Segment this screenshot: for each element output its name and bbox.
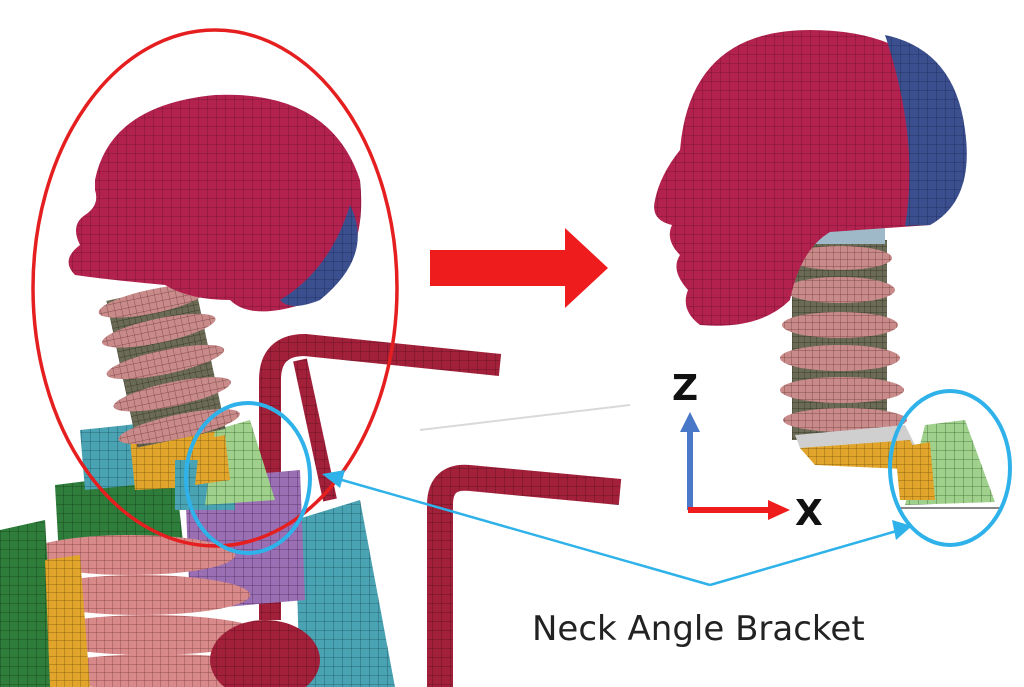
right-neck — [780, 228, 915, 448]
guide-line — [419, 404, 631, 431]
coordinate-axes: Z X — [672, 368, 823, 534]
z-axis-arrow-icon — [680, 412, 700, 432]
ribcage — [0, 520, 280, 687]
head-neck-highlight-ellipse — [31, 28, 399, 548]
right-head — [654, 30, 967, 326]
left-dummy-model — [0, 28, 622, 687]
left-bracket-highlight-ellipse — [184, 401, 312, 555]
x-axis-label: X — [795, 493, 823, 534]
callout-label: Neck Angle Bracket — [532, 609, 865, 649]
left-callout-arrowhead-icon — [322, 470, 345, 488]
x-axis-arrow-icon — [768, 500, 790, 520]
right-callout-arrowhead-icon — [892, 520, 912, 540]
left-neck — [98, 282, 240, 448]
right-dummy-model — [654, 30, 1012, 547]
seat-frame — [259, 334, 622, 687]
transform-arrow-icon — [430, 228, 608, 308]
right-bracket-highlight-ellipse — [888, 389, 1012, 547]
seat-back-panel — [295, 500, 395, 687]
left-head — [68, 94, 362, 312]
callout-connectors — [322, 470, 912, 587]
z-axis-label: Z — [672, 368, 698, 409]
spine-box-cylinder — [210, 620, 320, 687]
